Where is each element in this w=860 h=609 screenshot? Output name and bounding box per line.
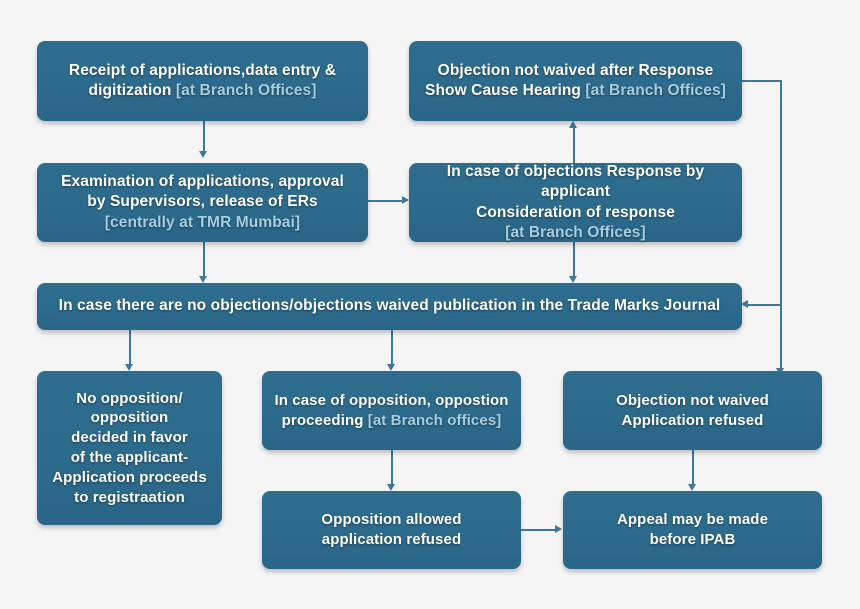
node-examination-of-applications[interactable]: Examination of applications, approval by…	[37, 163, 368, 242]
node-publication-in-journal[interactable]: In case there are no objections/objectio…	[37, 283, 742, 330]
connector-response-to-publication	[573, 242, 575, 279]
node-no-opposition-line3: decided in favor	[71, 429, 188, 447]
node-appeal-line1: Appeal may be made	[616, 511, 769, 529]
node-response-line1: In case of objections Response by applic…	[446, 162, 705, 201]
node-publication-text: In case there are no objections/objectio…	[58, 297, 721, 315]
connector-opposition-proceeding-to-opposition-allowed	[391, 450, 393, 487]
node-examination-line1: Examination of applications, approval	[61, 172, 344, 190]
node-appeal-before-ipab[interactable]: Appeal may be made before IPAB	[563, 491, 822, 569]
node-response-line2: Consideration of response	[476, 203, 675, 221]
node-hearing-line2-location: [at Branch Offices]	[585, 82, 726, 99]
node-no-opposition[interactable]: No opposition/ opposition decided in fav…	[37, 371, 222, 525]
connector-publication-to-no-opposition	[129, 330, 131, 367]
node-examination-line2: by Supervisors, release of ERs	[87, 193, 318, 211]
node-examination-line3-location: [centrally at TMR Mumbai]	[104, 213, 301, 231]
arrow-rail-to-publication	[741, 300, 748, 308]
node-hearing-line1: Objection not waived after Response	[437, 61, 714, 79]
connector-publication-to-opposition-proceeding	[391, 330, 393, 367]
arrow-publication-to-opposition-proceeding	[387, 364, 395, 371]
node-application-refused-line1: Objection not waived	[616, 391, 769, 409]
node-receipt-line2-location: [at Branch Offices]	[175, 82, 317, 99]
arrow-receipt-to-examination	[199, 151, 207, 158]
node-receipt-of-applications[interactable]: Receipt of applications,data entry & dig…	[37, 41, 368, 121]
node-hearing-line2: Show Cause Hearing	[425, 82, 586, 99]
node-opposition-allowed-line2: application refused	[321, 531, 462, 548]
arrow-response-to-publication	[569, 276, 577, 283]
node-opposition-proceeding[interactable]: In case of opposition, oppostion proceed…	[262, 371, 521, 450]
node-appeal-line2: before IPAB	[649, 531, 736, 548]
connector-examination-to-publication	[203, 242, 205, 279]
arrow-opposition-allowed-to-appeal	[555, 525, 562, 533]
arrow-examination-to-publication	[199, 276, 207, 283]
arrow-publication-to-no-opposition	[125, 364, 133, 371]
node-no-opposition-line6: to registraation	[74, 488, 185, 506]
node-opposition-allowed[interactable]: Opposition allowed application refused	[262, 491, 521, 569]
node-opposition-allowed-line1: Opposition allowed	[321, 511, 462, 529]
node-opposition-proceeding-line2-location: [at Branch offices]	[367, 411, 502, 429]
arrow-application-refused-to-appeal	[688, 484, 696, 491]
connector-right-rail	[780, 80, 782, 375]
arrow-response-to-hearing	[569, 121, 577, 128]
node-response-line3-location: [at Branch Offices]	[505, 223, 646, 241]
node-objection-not-waived-hearing[interactable]: Objection not waived after Response Show…	[409, 41, 742, 121]
connector-rail-to-publication	[748, 304, 781, 306]
node-no-opposition-line4: of the applicant-	[70, 449, 189, 466]
node-receipt-line2: digitization	[88, 82, 176, 99]
node-opposition-proceeding-line1: In case of opposition, oppostion	[274, 391, 509, 409]
connector-examination-to-response	[368, 200, 404, 202]
node-response-by-applicant[interactable]: In case of objections Response by applic…	[409, 163, 742, 242]
node-no-opposition-line2: opposition	[90, 409, 169, 427]
connector-opposition-allowed-to-appeal	[521, 529, 557, 531]
connector-receipt-to-examination	[203, 121, 205, 154]
connector-application-refused-to-appeal	[692, 450, 694, 487]
arrow-opposition-proceeding-to-opposition-allowed	[387, 484, 395, 491]
node-receipt-line1: Receipt of applications,data entry &	[68, 61, 337, 79]
node-no-opposition-line5: Application proceeds	[52, 468, 207, 486]
arrow-examination-to-response	[402, 196, 409, 204]
connector-response-to-hearing	[573, 126, 575, 163]
node-opposition-proceeding-line2: proceeding	[281, 411, 368, 429]
node-application-refused-line2: Application refused	[621, 411, 764, 429]
node-application-refused[interactable]: Objection not waived Application refused	[563, 371, 822, 450]
node-no-opposition-line1: No opposition/	[76, 389, 183, 407]
connector-hearing-right-stub	[741, 80, 782, 82]
